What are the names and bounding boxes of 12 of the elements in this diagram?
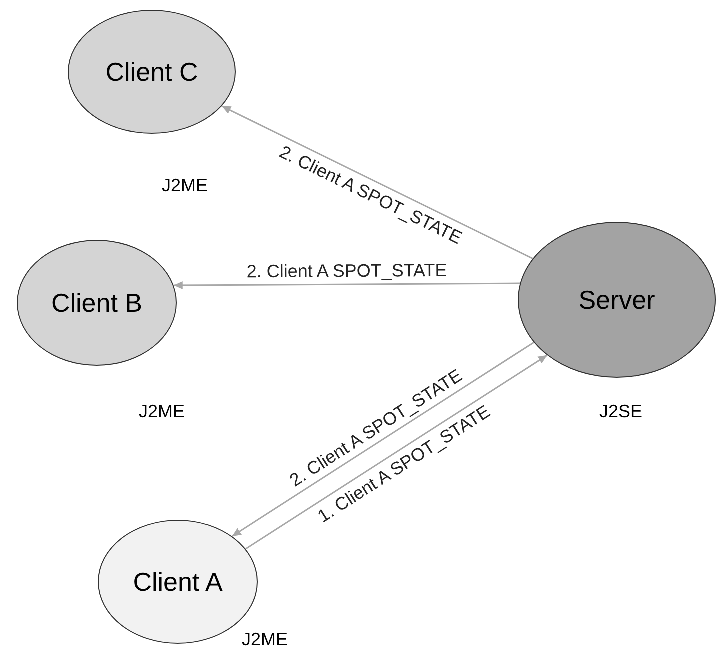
platform-label: J2ME — [242, 628, 288, 652]
node-label: Server — [578, 284, 656, 316]
arrow — [232, 342, 534, 538]
node-label: Client C — [106, 56, 198, 88]
platform-label: J2ME — [139, 400, 185, 424]
node-label: Client A — [133, 566, 223, 598]
platform-label: J2ME — [162, 174, 208, 198]
node-label: Client B — [51, 286, 143, 320]
arrow — [245, 354, 548, 550]
platform-label: J2SE — [599, 400, 643, 424]
arrow — [174, 282, 520, 290]
arrow — [222, 106, 534, 260]
